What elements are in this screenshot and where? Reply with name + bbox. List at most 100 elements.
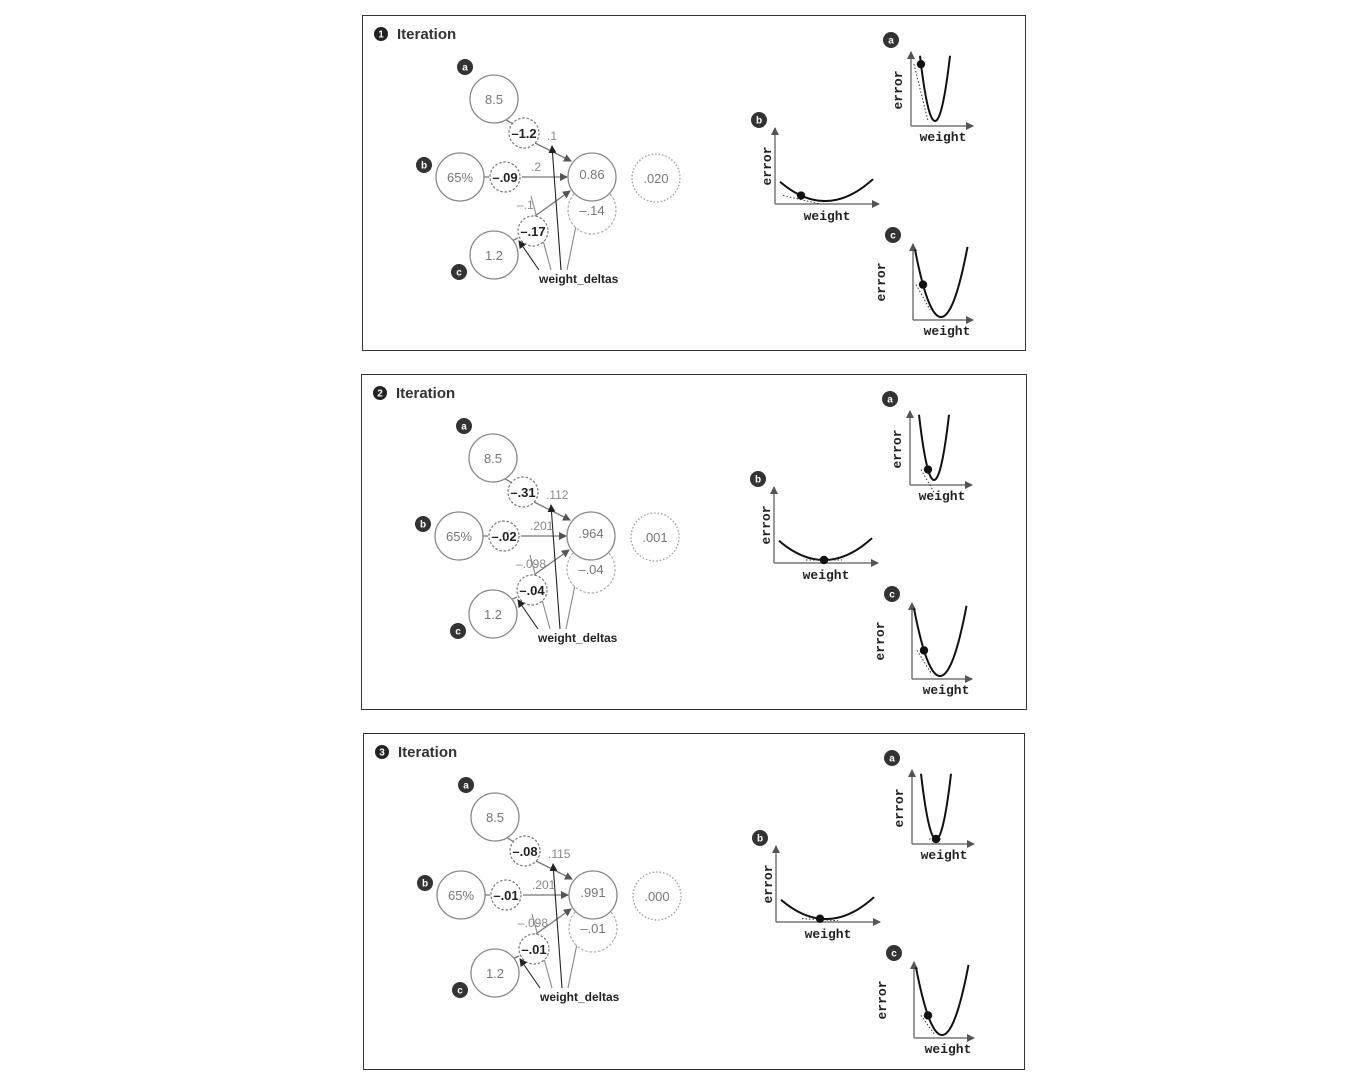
plot-b-ylabel: error <box>760 146 775 185</box>
weight-deltas-label: weight_deltas <box>538 272 619 286</box>
step-number-badge <box>373 386 387 400</box>
badge-c-label: c <box>456 268 462 279</box>
input-value-b: 65% <box>446 529 472 544</box>
weight-delta-value-b: –.09 <box>492 170 517 185</box>
plot-badge-a-label: a <box>888 36 894 47</box>
iteration-panel-3: 3 Iteration a b c <box>363 733 1025 1070</box>
weight-delta-node-b <box>490 879 522 911</box>
prediction-node <box>566 511 616 561</box>
weight-delta-node-a <box>508 117 540 149</box>
plot-badge-a <box>882 391 898 407</box>
input-node-c <box>468 589 518 639</box>
error-plot-a: a weight error <box>883 32 974 145</box>
weight-arrow-c <box>534 190 571 217</box>
error-value: .020 <box>643 171 668 186</box>
prediction-value: 0.86 <box>579 167 604 182</box>
current-weight-point <box>819 555 829 565</box>
plot-c-ylabel: error <box>875 980 890 1019</box>
plot-badge-b-label: b <box>755 475 761 486</box>
prediction-value: .991 <box>580 885 605 900</box>
error-plot-c: c weight error <box>874 227 974 339</box>
error-value: .000 <box>644 889 669 904</box>
slope-tangent <box>915 284 931 311</box>
input-value-b: 65% <box>448 888 474 903</box>
error-plot-a: a weight error <box>882 391 973 504</box>
wd-line-pred <box>565 579 577 630</box>
prediction-value: .964 <box>578 526 603 541</box>
wd-arrow-c <box>518 240 540 271</box>
current-weight-point <box>931 834 941 844</box>
error-plot-c: c weight error <box>875 945 975 1057</box>
plot-badge-c-label: c <box>891 949 897 960</box>
weight-delta-value-b: –.01 <box>493 888 518 903</box>
weight-label-b: .201 <box>530 519 554 533</box>
weight-arrow-c <box>533 549 570 576</box>
plot-b-xlabel: weight <box>803 568 850 583</box>
weight-delta-arrows <box>519 863 579 989</box>
badge-b-label: b <box>421 161 427 172</box>
input-badges: a b c <box>417 777 474 998</box>
badge-c <box>452 982 468 998</box>
step-number: 2 <box>377 389 383 400</box>
iteration-header: 3 Iteration <box>375 744 457 761</box>
input-node-a <box>470 792 520 842</box>
weight-label-b: .2 <box>531 160 541 174</box>
wd-line-pred <box>567 938 579 989</box>
badge-b-label: b <box>420 520 426 531</box>
weight-label-b: .201 <box>532 878 556 892</box>
slope-tangent <box>920 1015 936 1036</box>
plot-a-ylabel: error <box>890 429 905 468</box>
step-number-badge <box>374 27 388 41</box>
plot-badge-c <box>885 227 901 243</box>
current-weight-point <box>923 1011 933 1020</box>
step-number-badge <box>375 745 389 759</box>
error-plot-b: b weight error <box>750 471 879 583</box>
weight-delta-value-b: –.02 <box>491 529 516 544</box>
weight-delta-node-a <box>509 835 541 867</box>
slope-tangent <box>916 650 932 674</box>
weight-deltas-label: weight_deltas <box>539 990 620 1004</box>
weight-delta-value-a: –.31 <box>510 485 535 500</box>
iteration-header: 1 Iteration <box>374 26 456 43</box>
badge-c <box>451 264 467 280</box>
wd-arrow-a <box>549 863 563 989</box>
weight-label-a: .115 <box>548 847 571 861</box>
current-weight-point <box>916 59 926 69</box>
plot-badge-b <box>750 471 766 487</box>
current-weight-point <box>918 280 928 289</box>
wd-arrow-a <box>548 145 562 271</box>
plot-b-xlabel: weight <box>804 209 851 224</box>
error-plot-b: b weight error <box>751 112 880 224</box>
error-curve <box>779 178 874 202</box>
output-nodes: –.14 0.86 .020 <box>567 152 681 235</box>
badge-a-label: a <box>462 63 468 74</box>
slope-tangent <box>920 469 936 495</box>
plot-c-ylabel: error <box>873 621 888 660</box>
badge-a <box>458 777 474 793</box>
iteration-diagram: 3 Iteration a b c <box>375 744 975 1057</box>
iteration-title: Iteration <box>397 26 456 43</box>
input-node-b <box>435 152 485 202</box>
weight-deltas-label: weight_deltas <box>537 631 618 645</box>
input-value-c: 1.2 <box>484 607 502 622</box>
weight-delta-value-c: –.01 <box>521 942 546 957</box>
plot-badge-a-label: a <box>887 395 893 406</box>
iteration-header: 2 Iteration <box>373 385 455 402</box>
error-curve <box>780 896 875 920</box>
weight-delta-value-c: –.17 <box>520 224 545 239</box>
error-curve <box>919 55 951 123</box>
weight-delta-value-a: –.08 <box>512 844 537 859</box>
weight-labels: .115 .201 –.098 <box>518 847 571 930</box>
plot-c-xlabel: weight <box>925 1042 972 1057</box>
weight-label-a: .1 <box>547 129 557 143</box>
input-node-c <box>470 948 520 998</box>
plot-badge-b-label: b <box>756 116 762 127</box>
output-nodes: –.01 .991 .000 <box>568 870 682 953</box>
badge-a <box>456 418 472 434</box>
plot-c-xlabel: weight <box>924 324 971 339</box>
step-number: 3 <box>379 748 385 759</box>
badge-c <box>450 623 466 639</box>
input-node-b <box>434 511 484 561</box>
badge-a <box>457 59 473 75</box>
input-nodes: 8.5 65% 1.2 <box>436 792 520 998</box>
